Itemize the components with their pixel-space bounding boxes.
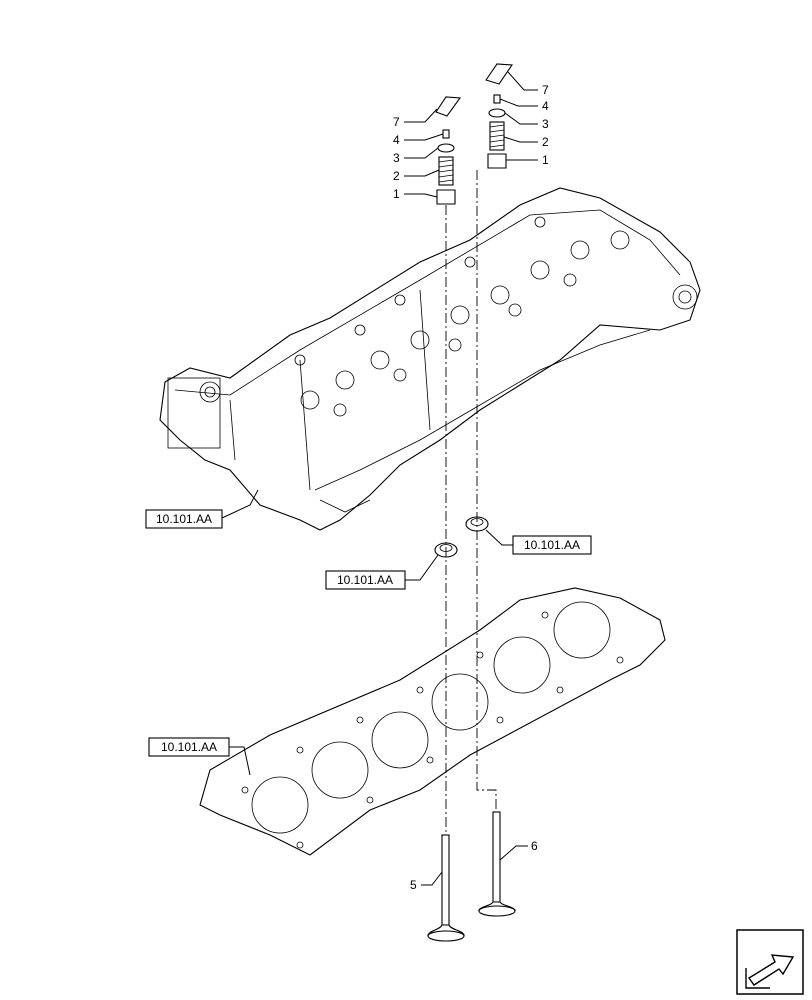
valve-stem-seal-right bbox=[485, 63, 513, 85]
cylinder-head bbox=[159, 187, 701, 531]
spring-retainer-left bbox=[437, 143, 455, 153]
callout-2-left: 2 bbox=[393, 169, 400, 183]
head-gasket bbox=[199, 587, 666, 856]
callout-1-right: 1 bbox=[542, 153, 549, 167]
reference-box-insert-right[interactable]: 10.101.AA bbox=[512, 535, 592, 555]
spring-seat-left bbox=[436, 189, 456, 205]
reference-label: 10.101.AA bbox=[337, 573, 393, 587]
spring-seat-right bbox=[487, 153, 507, 169]
valve-keeper-left bbox=[442, 129, 450, 139]
callout-2-right: 2 bbox=[542, 135, 549, 149]
callout-4-right: 4 bbox=[542, 99, 549, 113]
valve-keeper-right bbox=[493, 94, 501, 104]
reference-box-head-gasket[interactable]: 10.101.AA bbox=[148, 737, 230, 757]
callout-labels: 7 4 3 2 1 7 4 3 2 1 5 6 bbox=[393, 83, 549, 892]
leader-lines bbox=[221, 71, 538, 886]
callout-3-left: 3 bbox=[393, 151, 400, 165]
reference-box-cylinder-head[interactable]: 10.101.AA bbox=[145, 509, 223, 529]
callout-4-left: 4 bbox=[393, 133, 400, 147]
reference-label: 10.101.AA bbox=[156, 512, 212, 526]
reference-label: 10.101.AA bbox=[524, 538, 580, 552]
exhaust-valve bbox=[478, 811, 516, 917]
callout-7-left: 7 bbox=[393, 115, 400, 129]
callout-6: 6 bbox=[531, 839, 538, 853]
intake-valve bbox=[427, 834, 465, 942]
centerline-right bbox=[476, 170, 497, 812]
callout-7-right: 7 bbox=[542, 83, 549, 97]
callout-3-right: 3 bbox=[542, 117, 549, 131]
reference-label: 10.101.AA bbox=[161, 740, 217, 754]
callout-1-left: 1 bbox=[393, 187, 400, 201]
reference-box-insert-left[interactable]: 10.101.AA bbox=[325, 570, 406, 590]
valve-stack-left bbox=[435, 96, 462, 205]
valve-stack-right bbox=[485, 63, 513, 169]
back-arrow-icon[interactable] bbox=[736, 929, 804, 995]
callout-5: 5 bbox=[410, 878, 417, 892]
spring-retainer-right bbox=[488, 108, 506, 118]
valve-stem-seal-left bbox=[435, 96, 462, 117]
